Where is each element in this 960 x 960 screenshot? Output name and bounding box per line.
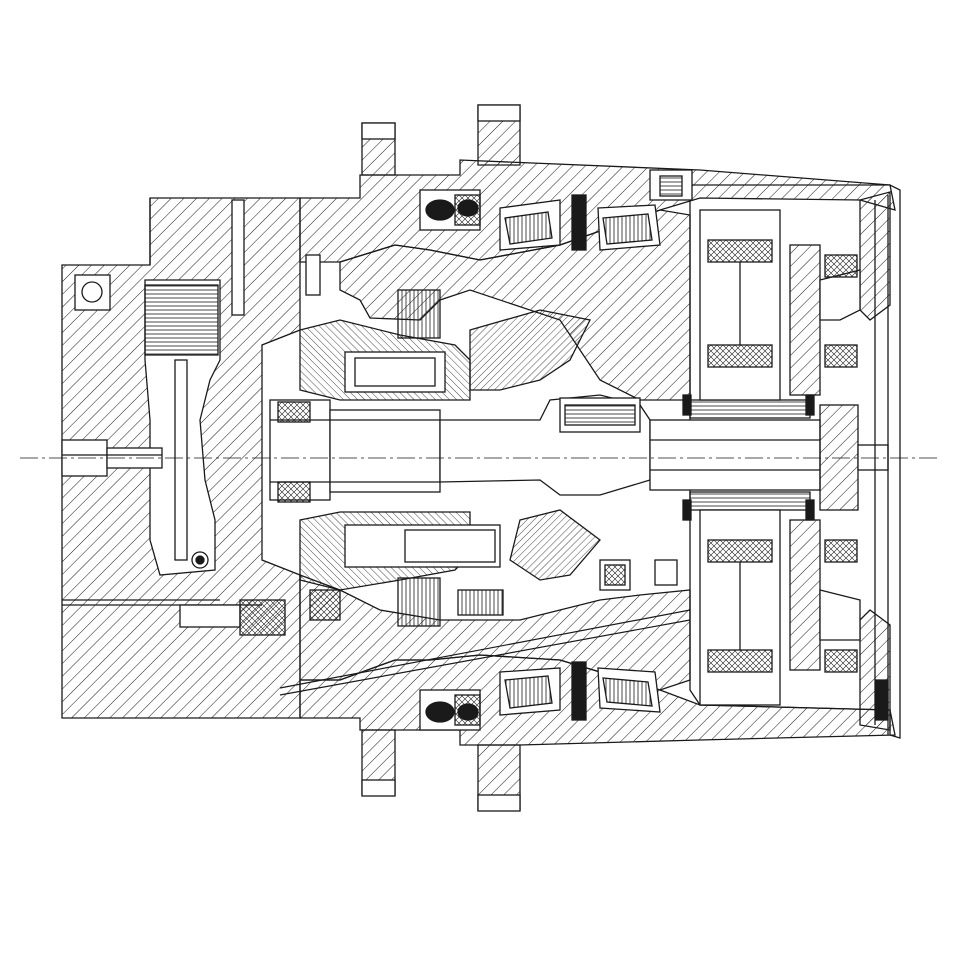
brake-disc-pack: [397, 289, 504, 627]
face-seals: [457, 199, 815, 721]
mounting-flanges: [361, 104, 521, 812]
output-shaft: [649, 399, 889, 511]
swashplate: [469, 309, 601, 581]
needle-bearings: [707, 239, 858, 673]
pistons: [344, 351, 501, 568]
end-cover: [874, 195, 889, 735]
input-shaft: [269, 394, 651, 503]
ports: [279, 254, 691, 696]
upper-taper-roller-bearings: [419, 189, 661, 251]
